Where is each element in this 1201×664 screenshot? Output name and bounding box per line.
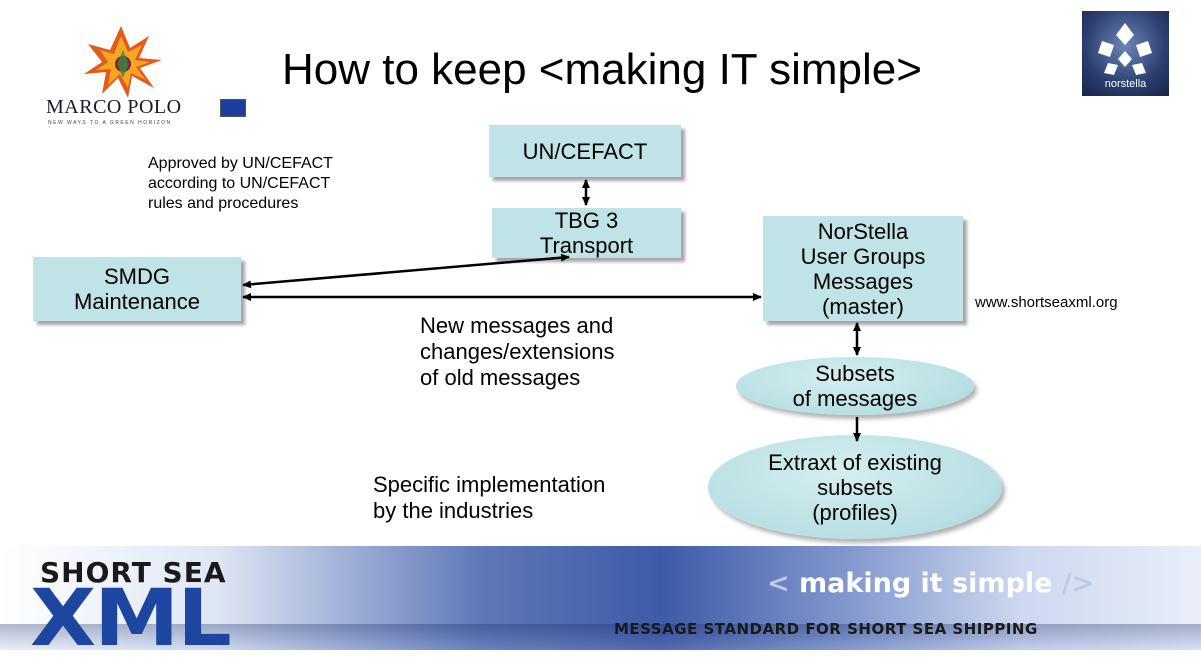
- norstella-groups-label: (master): [822, 293, 904, 319]
- tagline-text: making it simple: [799, 568, 1053, 599]
- subsets-label: Subsets: [815, 361, 895, 386]
- xml-logo: XML: [30, 574, 232, 664]
- uncefact-box: UN/CEFACT: [489, 125, 681, 177]
- extract-ellipse: Extraxt of existing subsets (profiles): [708, 435, 1002, 539]
- smdg-sublabel: Maintenance: [74, 289, 200, 314]
- tbg3-smdg-arrow: [242, 253, 570, 289]
- specific-note-line: Specific implementation: [373, 472, 606, 497]
- smdg-label: SMDG: [104, 264, 170, 289]
- eu-flag-icon: [220, 99, 246, 117]
- approved-note-line: according to UN/CEFACT: [148, 175, 331, 192]
- tagline-close: />: [1061, 568, 1095, 599]
- norstella-logo: norstella: [1082, 11, 1169, 96]
- approved-note-line: Approved by UN/CEFACT: [148, 155, 333, 172]
- snowflake-icon: [1098, 23, 1152, 75]
- approved-note-line: rules and procedures: [148, 195, 299, 212]
- marco-polo-logo: MARCO POLO NEW WAYS TO A GREEN HORIZON: [40, 10, 255, 126]
- marco-polo-name: MARCO POLO: [46, 96, 182, 118]
- new-messages-note-line: changes/extensions: [420, 339, 615, 364]
- norstella-name: norstella: [1104, 78, 1147, 90]
- norstella-groups-label: User Groups: [800, 243, 926, 269]
- new-messages-note-line: New messages and: [420, 313, 614, 338]
- smdg-box: SMDG Maintenance: [33, 257, 241, 321]
- footer-banner-shadow: [0, 624, 1201, 650]
- extract-label: subsets: [817, 474, 893, 500]
- slide-title: How to keep <making IT simple>: [282, 45, 922, 94]
- star-logo-icon: [84, 26, 162, 98]
- footer-tagline: < making it simple />: [767, 568, 1094, 599]
- specific-implementation-note: Specific implementation by the industrie…: [373, 472, 605, 524]
- new-messages-note: New messages and changes/extensions of o…: [420, 313, 614, 391]
- approved-note: Approved by UN/CEFACT according to UN/CE…: [148, 154, 333, 214]
- footer-banner: [0, 546, 1201, 650]
- extract-label: (profiles): [812, 499, 898, 525]
- short-sea-brand: SHORT SEA: [40, 556, 227, 589]
- new-messages-note-line: of old messages: [420, 365, 581, 390]
- marco-polo-tagline: NEW WAYS TO A GREEN HORIZON: [48, 120, 172, 126]
- norstella-groups-label: Messages: [812, 268, 914, 294]
- tagline-open: <: [767, 568, 790, 599]
- connector-arrows: [242, 179, 861, 442]
- norstella-groups-box: NorStella User Groups Messages (master): [763, 216, 963, 321]
- subsets-ellipse: Subsets of messages: [736, 357, 974, 415]
- footer-subtitle: MESSAGE STANDARD FOR SHORT SEA SHIPPING: [614, 620, 1038, 638]
- extract-label: Extraxt of existing: [768, 449, 942, 475]
- website-url: www.shortseaxml.org: [975, 294, 1118, 311]
- tbg3-box: TBG 3 Transport: [492, 208, 681, 258]
- uncefact-label: UN/CEFACT: [522, 138, 648, 164]
- subsets-label: of messages: [792, 386, 918, 411]
- norstella-groups-label: NorStella: [817, 218, 909, 244]
- specific-note-line: by the industries: [373, 498, 534, 523]
- tbg3-label: TBG 3: [554, 208, 619, 233]
